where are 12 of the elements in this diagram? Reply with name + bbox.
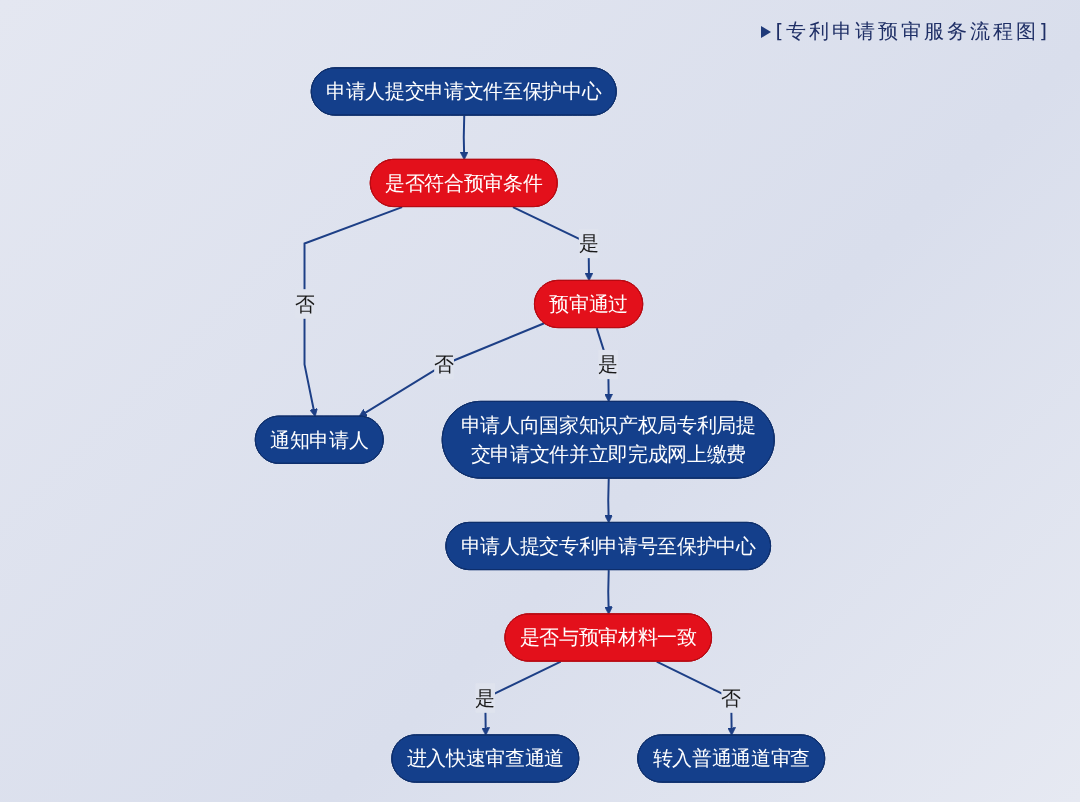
edge-label: 是 <box>578 231 599 256</box>
edge-label: 否 <box>434 352 454 377</box>
arrow <box>604 569 613 615</box>
edge-label: 是 <box>475 686 496 710</box>
edge-label: 是 <box>598 352 619 377</box>
arrow <box>459 114 469 161</box>
arrow <box>358 322 546 418</box>
edge-label: 否 <box>294 292 315 316</box>
arrow <box>303 206 404 418</box>
diagram-title: [专利申请预审服务流程图] <box>775 18 1050 45</box>
edge-label: 否 <box>721 686 742 710</box>
arrow <box>604 477 613 524</box>
